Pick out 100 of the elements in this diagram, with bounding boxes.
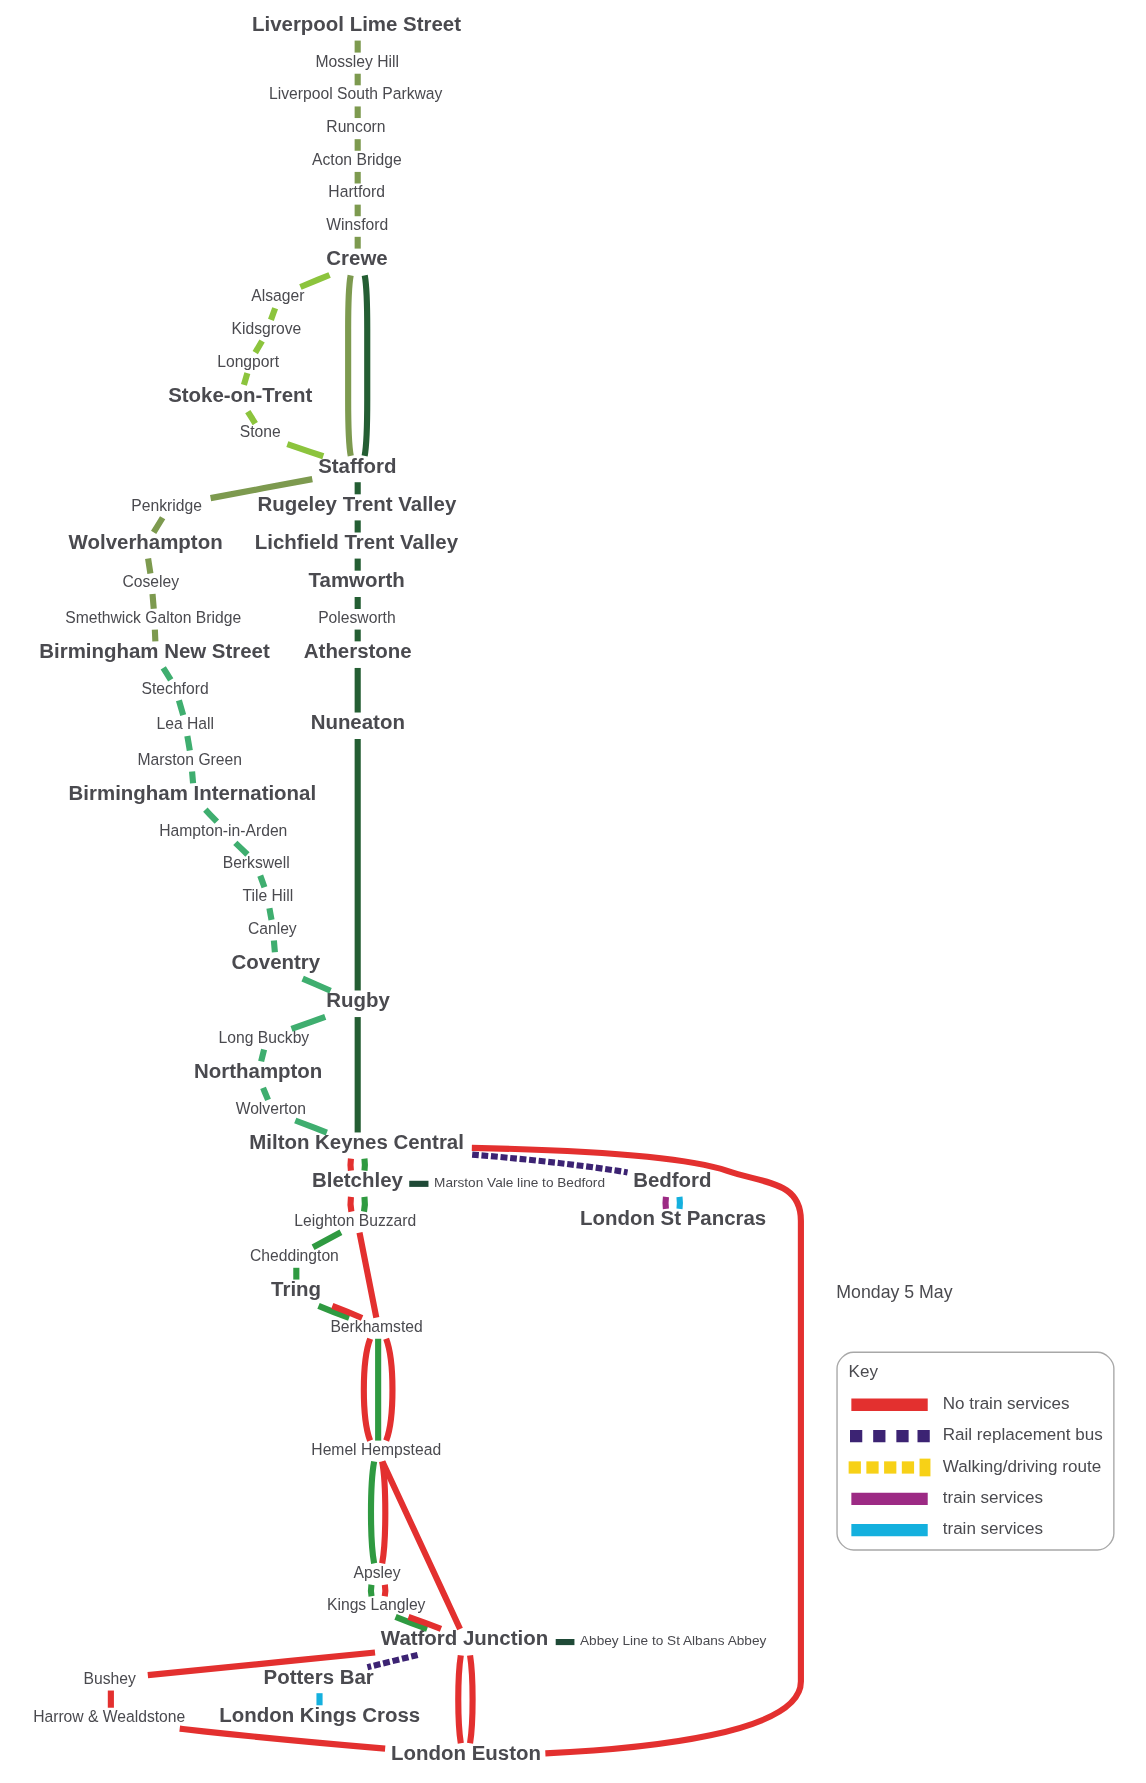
node-text: Kings Langley (326, 1595, 425, 1613)
connector (354, 558, 361, 571)
connector (555, 1638, 574, 1645)
connector (354, 236, 361, 249)
connector (381, 1583, 388, 1597)
node-text: Marston Green (136, 750, 242, 768)
node-text: Liverpool South Parkway (268, 84, 442, 102)
connector (354, 40, 361, 53)
node-text: Mossley Hill (314, 52, 399, 70)
node-text: Liverpool Lime Street (251, 11, 461, 35)
node-text: Stone (239, 422, 281, 440)
connector (285, 440, 324, 459)
connector (354, 629, 361, 641)
node-text: Marston Vale line to Bedford (433, 1174, 605, 1190)
connector (354, 204, 361, 216)
connector (354, 596, 361, 609)
node-text: Bedford (632, 1167, 712, 1191)
connector (382, 1337, 395, 1442)
node-text: Stechford (141, 679, 209, 697)
connector (675, 1196, 683, 1209)
connector (354, 171, 361, 183)
connector (354, 519, 361, 532)
node-text: Potters Bar (263, 1664, 374, 1688)
connector (298, 271, 331, 290)
node-text: Hemel Hempstead (310, 1440, 441, 1458)
connector (202, 807, 219, 824)
connector (150, 515, 165, 534)
node-text: Acton Bridge (311, 150, 402, 168)
connector (360, 1196, 368, 1212)
connector (178, 1725, 385, 1752)
connector (259, 1086, 271, 1101)
connector (366, 1651, 418, 1670)
legend-label: No train services (942, 1393, 1070, 1413)
node-text: Longport (216, 352, 279, 370)
legend-label: train services (942, 1487, 1043, 1507)
node-text: Milton Keynes Central (248, 1129, 464, 1153)
node-text: London Kings Cross (218, 1702, 420, 1726)
node-text: Berkswell (222, 853, 290, 871)
connector (256, 874, 267, 888)
connector (270, 939, 278, 953)
node-text: Crewe (325, 245, 388, 269)
connector (188, 770, 196, 783)
node-text: Tamworth (308, 567, 405, 591)
connector (374, 1338, 381, 1441)
connector (367, 1460, 377, 1564)
node-text: Bletchley (311, 1167, 403, 1191)
connector (393, 1613, 428, 1632)
connector (244, 409, 258, 425)
connector (406, 1613, 442, 1632)
node-text: Lichfield Trent Valley (254, 529, 458, 553)
connector (347, 1157, 354, 1171)
node-text: Long Buckby (218, 1028, 309, 1046)
node-text: Kidsgrove (231, 319, 301, 337)
node-text: Hampton-in-Arden (158, 821, 287, 839)
connector (361, 274, 370, 456)
label: Key (848, 1361, 878, 1381)
node-text: Birmingham International (68, 780, 316, 804)
connector (346, 1196, 354, 1212)
node-text: London Euston (390, 1740, 541, 1764)
connector (356, 1231, 379, 1318)
connector (360, 1337, 373, 1442)
connector (378, 1460, 388, 1564)
node-text: Rugeley Trent Valley (256, 491, 456, 515)
connector (316, 1302, 350, 1321)
connector (454, 1654, 464, 1744)
node-text: Wolverton (235, 1099, 306, 1117)
node-text: Nuneaton (310, 709, 405, 733)
node-text: Smethwick Galton Bridge (64, 608, 241, 626)
connector (379, 1459, 463, 1630)
connector (354, 138, 361, 151)
node-text: Apsley (353, 1563, 401, 1581)
node-text: Coventry (231, 949, 320, 973)
node-text: Stafford (317, 453, 396, 477)
node-text: Tring (270, 1276, 321, 1300)
connector (311, 1229, 342, 1250)
legend-label: Rail replacement bus (942, 1424, 1103, 1444)
connector (240, 371, 250, 386)
connector (160, 665, 173, 681)
legend-label: train services (942, 1518, 1043, 1538)
connector (289, 1013, 326, 1032)
node-text: Berkhamsted (329, 1317, 423, 1335)
node-text: Canley (247, 919, 297, 937)
connector (183, 734, 193, 751)
connector (315, 1692, 323, 1705)
node-text: Polesworth (317, 608, 396, 626)
connector (344, 274, 354, 456)
node-text: Cheddington (249, 1246, 339, 1264)
node-text: Rugby (325, 987, 390, 1011)
node-text: Tile Hill (241, 886, 293, 904)
node-text: Hartford (327, 182, 385, 200)
legend-label: Walking/driving route (942, 1456, 1101, 1476)
connector (354, 73, 361, 85)
node-text: Abbey Line to St Albans Abbey (579, 1632, 766, 1648)
connector (265, 907, 275, 920)
node-text: Bushey (83, 1669, 136, 1687)
node-text: Harrow & Wealdstone (32, 1707, 185, 1725)
connector (330, 1302, 363, 1321)
node-text: Winsford (325, 215, 388, 233)
connector (662, 1196, 669, 1209)
node-text: Alsager (250, 286, 304, 304)
